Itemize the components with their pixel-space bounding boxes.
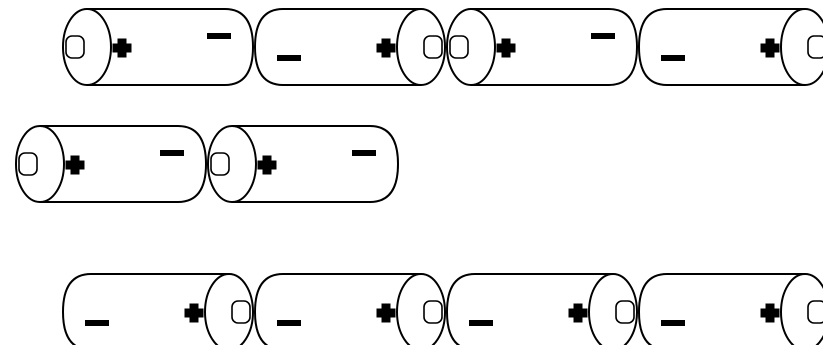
minus-sign: [207, 33, 231, 39]
battery-end-cap: [446, 8, 496, 86]
middle-row-battery-2: [207, 125, 400, 203]
top-row-battery-1: [62, 8, 255, 86]
positive-terminal: [423, 35, 443, 59]
bottom-row-battery-4: [637, 273, 823, 345]
positive-terminal: [449, 35, 469, 59]
battery-end-cap: [62, 8, 112, 86]
positive-terminal: [807, 300, 823, 324]
plus-sign: [760, 38, 780, 58]
plus-sign: [568, 303, 588, 323]
positive-terminal: [210, 152, 230, 176]
minus-sign: [661, 55, 685, 61]
battery-body: [61, 273, 229, 345]
minus-sign: [469, 320, 493, 326]
positive-terminal: [615, 300, 635, 324]
battery-end-cap: [780, 273, 823, 345]
top-row-battery-3: [446, 8, 639, 86]
battery-end-cap: [780, 8, 823, 86]
minus-sign: [160, 150, 184, 156]
top-row-battery-2: [253, 8, 446, 86]
positive-terminal: [18, 152, 38, 176]
bottom-row-battery-1: [61, 273, 254, 345]
battery-layer: [15, 8, 823, 345]
battery-body: [637, 8, 805, 86]
plus-sign: [496, 38, 516, 58]
bottom-row-battery-3: [445, 273, 638, 345]
battery-body: [445, 273, 613, 345]
battery-end-cap: [588, 273, 638, 345]
plus-sign: [112, 38, 132, 58]
battery-end-cap: [207, 125, 257, 203]
battery-body: [471, 8, 639, 86]
battery-body: [87, 8, 255, 86]
minus-sign: [352, 150, 376, 156]
minus-sign: [277, 55, 301, 61]
battery-body: [637, 273, 805, 345]
battery-body: [253, 8, 421, 86]
middle-row-battery-1: [15, 125, 208, 203]
battery-end-cap: [396, 273, 446, 345]
top-row-battery-4: [637, 8, 823, 86]
plus-sign: [257, 155, 277, 175]
positive-terminal: [807, 35, 823, 59]
minus-sign: [85, 320, 109, 326]
positive-terminal: [423, 300, 443, 324]
battery-end-cap: [204, 273, 254, 345]
battery-body: [40, 125, 208, 203]
bottom-row-battery-2: [253, 273, 446, 345]
battery-body: [232, 125, 400, 203]
battery-end-cap: [15, 125, 65, 203]
plus-sign: [184, 303, 204, 323]
plus-sign: [65, 155, 85, 175]
battery-end-cap: [396, 8, 446, 86]
plus-sign: [760, 303, 780, 323]
minus-sign: [591, 33, 615, 39]
positive-terminal: [231, 300, 251, 324]
battery-body: [253, 273, 421, 345]
minus-sign: [277, 320, 301, 326]
plus-sign: [376, 38, 396, 58]
minus-sign: [661, 320, 685, 326]
positive-terminal: [65, 35, 85, 59]
plus-sign: [376, 303, 396, 323]
